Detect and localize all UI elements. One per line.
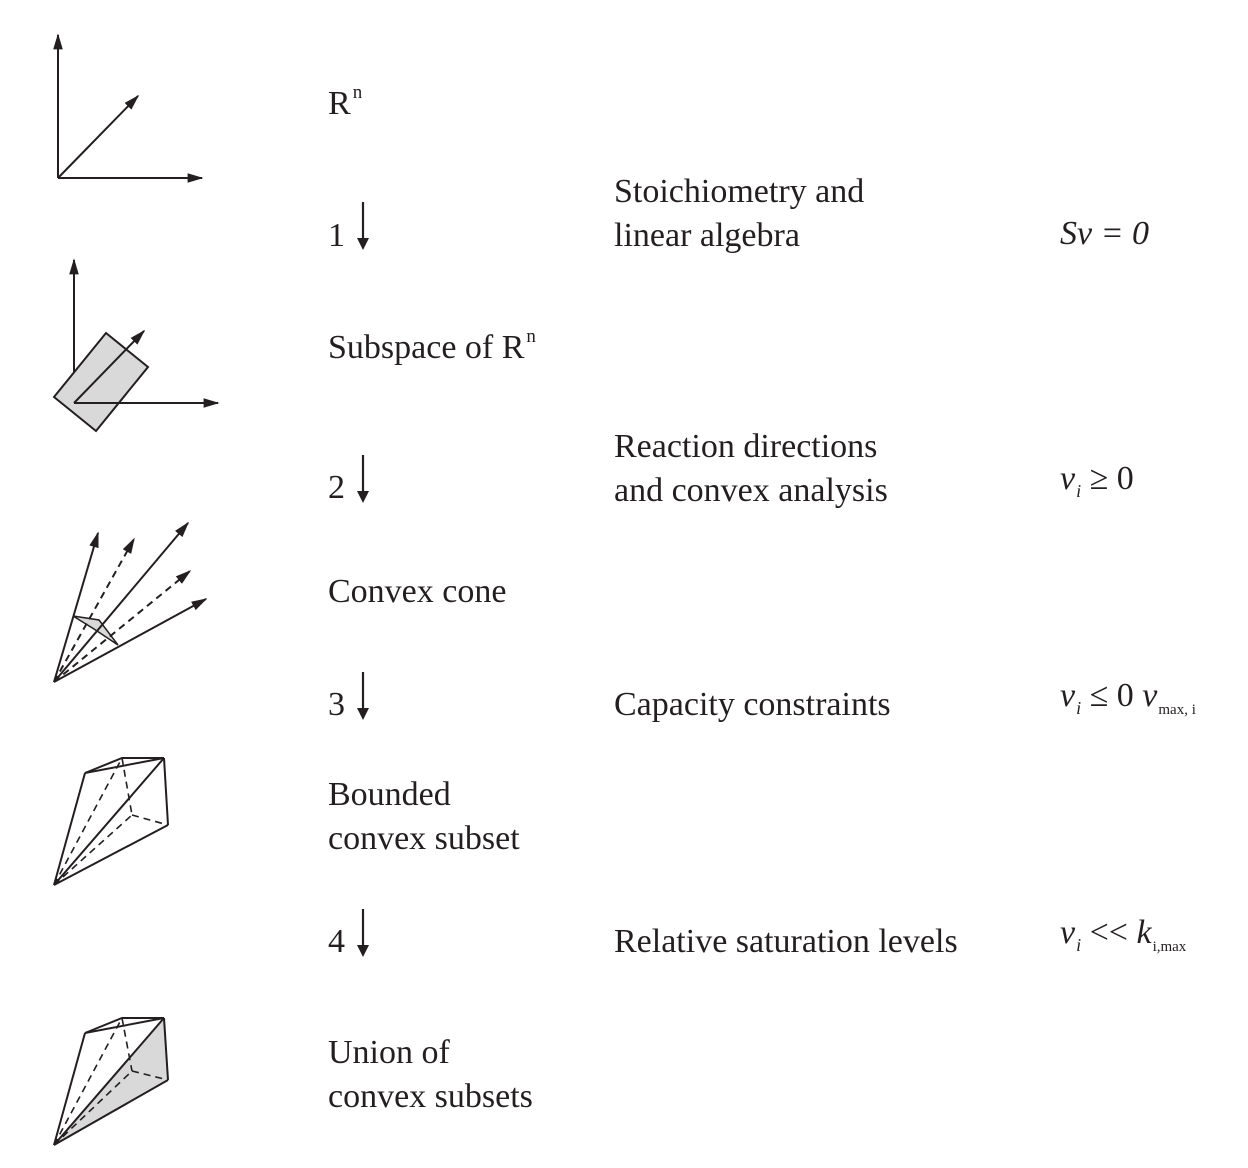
step-2-eq-sub: i: [1076, 481, 1082, 501]
step-4-equation: vi << ki,max: [1060, 911, 1186, 961]
step-4-eq-k: k: [1136, 914, 1152, 951]
space-label-rn-main: R: [328, 85, 351, 122]
step-1-description: Stoichiometry and linear algebra: [614, 170, 864, 258]
space-label-bounded: Bounded convex subset: [328, 773, 520, 861]
space-label-bounded-line1: Bounded: [328, 776, 451, 813]
axes-3d-icon: [53, 33, 204, 183]
space-label-subspace-sup: n: [526, 326, 536, 347]
down-arrow-icon: [357, 202, 369, 250]
space-label-subspace-main: Subspace of R: [328, 329, 525, 366]
step-2-equation: vi ≥ 0: [1060, 457, 1134, 505]
down-arrow-icon: [357, 455, 369, 503]
step-4-number: 4: [328, 923, 345, 960]
step-2-eq-rest: ≥ 0: [1081, 460, 1134, 497]
step-3-number: 3: [328, 686, 345, 723]
step-3-eq-sub: i: [1076, 698, 1082, 718]
step-3-eq-rest: ≤ 0: [1081, 677, 1143, 714]
space-label-convex-cone: Convex cone: [328, 573, 507, 610]
step-2-description: Reaction directions and convex analysis: [614, 425, 888, 513]
space-label-bounded-line2: convex subset: [328, 820, 520, 857]
step-1-number: 1: [328, 217, 345, 254]
step-3-eq-sub2: max, i: [1158, 702, 1196, 718]
step-4-eq-sub2: i,max: [1152, 939, 1187, 955]
step-4-eq-rest: <<: [1081, 914, 1137, 951]
step-4-eq-sub: i: [1076, 935, 1082, 955]
down-arrow-icon: [357, 672, 369, 720]
step-3-description: Capacity constraints: [614, 683, 891, 727]
space-label-rn-sup: n: [352, 82, 363, 103]
down-arrow-icon: [357, 909, 369, 957]
step-2-line1: Reaction directions: [614, 428, 878, 465]
step-2-number: 2: [328, 469, 345, 506]
step-1-equation: Sv = 0: [1060, 215, 1150, 252]
step-3-equation: vi ≤ 0 vmax, i: [1060, 674, 1196, 724]
step-3-eq-v2: v: [1142, 677, 1158, 714]
step-3-eq-v: v: [1060, 677, 1076, 714]
subspace-plane-icon: [52, 258, 220, 433]
space-label-union-line1: Union of: [328, 1034, 450, 1071]
step-2-line2: and convex analysis: [614, 472, 888, 509]
step-4-line1: Relative saturation levels: [614, 923, 958, 960]
step-4-eq-v: v: [1060, 914, 1076, 951]
step-4-description: Relative saturation levels: [614, 920, 958, 964]
step-1-line1: Stoichiometry and: [614, 173, 865, 210]
bounded-polytope-icon: [53, 757, 169, 886]
step-3-line1: Capacity constraints: [614, 686, 891, 723]
convex-cone-icon: [53, 521, 208, 683]
step-1-line2: linear algebra: [614, 217, 800, 254]
space-label-union-line2: convex subsets: [328, 1078, 533, 1115]
space-label-union: Union of convex subsets: [328, 1031, 533, 1119]
step-2-eq-v: v: [1060, 460, 1076, 497]
union-polytope-icon: [53, 1017, 169, 1146]
